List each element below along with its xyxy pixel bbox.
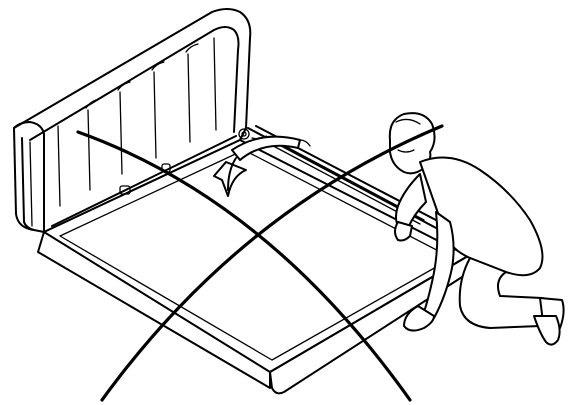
assembly-diagram	[0, 0, 572, 405]
assembly-illustration	[0, 0, 572, 405]
